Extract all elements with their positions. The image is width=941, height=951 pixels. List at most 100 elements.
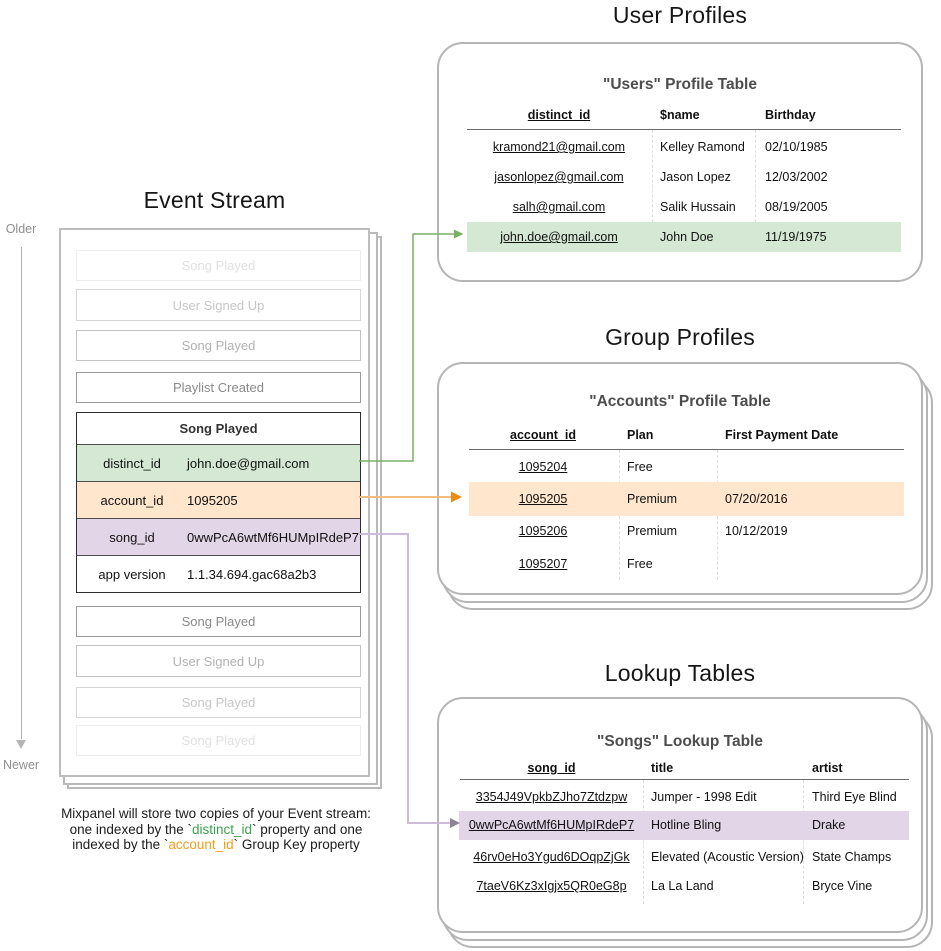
songs-table-title: "Songs" Lookup Table — [597, 733, 763, 750]
event-item: Playlist Created — [76, 372, 361, 403]
plan-cell: Free — [627, 460, 653, 474]
song-id-field-row: song_id 0wwPcA6wtMf6HUMpIRdeP7 — [77, 518, 360, 555]
table-row: salh@gmail.com Salik Hussain 08/19/2005 — [439, 192, 921, 222]
birthday-cell: 11/19/1975 — [765, 230, 827, 244]
distinct-id-cell: jasonlopez@gmail.com — [494, 170, 624, 184]
column-header: distinct_id — [527, 108, 591, 122]
accounts-profile-card: "Accounts" Profile Table account_id Plan… — [437, 362, 923, 595]
group-profiles-title: Group Profiles — [605, 324, 755, 350]
account-id-cell: 1095205 — [518, 492, 568, 506]
column-header: Plan — [627, 428, 654, 442]
highlighted-row-band — [469, 482, 904, 516]
table-row: 1095206 Premium 10/12/2019 — [439, 515, 921, 547]
name-cell: Jason Lopez — [660, 170, 731, 184]
field-key: account_id — [100, 492, 164, 508]
name-cell: Kelley Ramond — [660, 140, 745, 154]
event-item: Song Played — [76, 250, 361, 281]
field-value: 1.1.34.694.gac68a2b3 — [187, 566, 317, 582]
song-title-cell: Hotline Bling — [651, 818, 722, 832]
users-table-header: distinct_id $name Birthday — [439, 103, 921, 127]
highlighted-row-band — [467, 222, 901, 252]
song-id-cell: 7taeV6Kz3xIgjx5QR0eG8p — [476, 879, 627, 893]
account-id-field-row: account_id 1095205 — [77, 481, 360, 518]
caption-line: Mixpanel will store two copies of your E… — [61, 806, 371, 821]
column-separator — [652, 130, 653, 252]
plan-cell: Free — [627, 557, 653, 571]
timeline-arrowhead-icon — [16, 740, 26, 749]
app-version-field-row: app version 1.1.34.694.gac68a2b3 — [77, 555, 360, 592]
table-row: 7taeV6Kz3xIgjx5QR0eG8p La La Land Bryce … — [439, 872, 921, 901]
event-stream-title: Event Stream — [143, 187, 286, 213]
column-separator — [643, 780, 644, 904]
table-row-highlighted: 1095205 Premium 07/20/2016 — [439, 483, 921, 515]
older-label: Older — [5, 222, 37, 236]
songs-lookup-card: "Songs" Lookup Table song_id title artis… — [437, 697, 923, 933]
songs-table-header: song_id title artist — [439, 756, 921, 780]
column-header: $name — [660, 108, 700, 122]
event-item: Song Played — [76, 330, 361, 361]
birthday-cell: 12/03/2002 — [765, 170, 828, 184]
column-header: Birthday — [765, 108, 816, 122]
column-header: First Payment Date — [725, 428, 839, 442]
name-cell: Salik Hussain — [660, 200, 736, 214]
payment-date-cell: 10/12/2019 — [725, 524, 788, 538]
distinct-id-field-row: distinct_id john.doe@gmail.com — [77, 444, 360, 481]
table-row: 1095207 Free — [439, 548, 921, 580]
column-separator — [803, 780, 804, 904]
newer-label: Newer — [2, 758, 40, 772]
field-value: john.doe@gmail.com — [187, 455, 310, 471]
table-row: kramond21@gmail.com Kelley Ramond 02/10/… — [439, 132, 921, 162]
table-row: 46rv0eHo3Ygud6DOqpZjGk Elevated (Acousti… — [439, 843, 921, 872]
artist-cell: State Champs — [812, 850, 892, 864]
field-key: app version — [98, 566, 166, 582]
column-header: song_id — [527, 761, 576, 775]
users-profile-card: "Users" Profile Table distinct_id $name … — [437, 42, 923, 282]
artist-cell: Third Eye Blind — [812, 790, 897, 804]
event-stream-container: Song Played User Signed Up Song Played P… — [59, 228, 370, 777]
distinct-id-cell: salh@gmail.com — [512, 200, 606, 214]
table-row: jasonlopez@gmail.com Jason Lopez 12/03/2… — [439, 162, 921, 192]
artist-cell: Bryce Vine — [812, 879, 873, 893]
accounts-table-header: account_id Plan First Payment Date — [439, 423, 921, 447]
field-value: 1095205 — [187, 492, 238, 508]
accounts-table-title: "Accounts" Profile Table — [589, 393, 771, 410]
song-title-cell: Jumper - 1998 Edit — [651, 790, 757, 804]
column-header: artist — [812, 761, 843, 775]
birthday-cell: 08/19/2005 — [765, 200, 828, 214]
payment-date-cell: 07/20/2016 — [725, 492, 788, 506]
column-separator — [755, 130, 756, 252]
footnote-caption: Mixpanel will store two copies of your E… — [26, 806, 406, 853]
field-key: distinct_id — [103, 455, 161, 471]
table-row: 3354J49VpkbZJho7Ztdzpw Jumper - 1998 Edi… — [439, 783, 921, 811]
song-id-cell: 0wwPcA6wtMf6HUMpIRdeP7 — [468, 818, 635, 832]
header-rule — [469, 449, 904, 450]
plan-cell: Premium — [627, 492, 678, 506]
distinct-id-cell: kramond21@gmail.com — [492, 140, 626, 154]
event-item: Song Played — [76, 725, 361, 756]
account-id-cell: 1095206 — [518, 524, 568, 538]
event-item: User Signed Up — [76, 289, 361, 321]
header-rule — [460, 779, 909, 780]
event-item: User Signed Up — [76, 645, 361, 677]
user-profiles-title: User Profiles — [612, 2, 748, 28]
field-key: song_id — [109, 529, 155, 545]
field-value: 0wwPcA6wtMf6HUMpIRdeP7 — [187, 529, 359, 545]
distinct-id-cell: john.doe@gmail.com — [500, 230, 618, 244]
caption-line: indexed by the `account_id` Group Key pr… — [72, 837, 360, 852]
header-rule — [467, 129, 901, 130]
users-table-title: "Users" Profile Table — [603, 76, 757, 93]
song-id-cell: 46rv0eHo3Ygud6DOqpZjGk — [473, 850, 630, 864]
lookup-tables-title: Lookup Tables — [604, 660, 756, 686]
timeline-line — [21, 247, 22, 739]
expanded-event-title: Song Played — [77, 413, 360, 444]
caption-line: one indexed by the `distinct_id` propert… — [69, 821, 363, 837]
plan-cell: Premium — [627, 524, 678, 538]
column-header: title — [651, 761, 674, 775]
account-id-cell: 1095207 — [518, 557, 568, 571]
highlighted-row-band — [459, 811, 909, 840]
expanded-event-card: Song Played distinct_id john.doe@gmail.c… — [76, 412, 361, 593]
song-title-cell: Elevated (Acoustic Version) — [651, 850, 804, 864]
table-row-highlighted: 0wwPcA6wtMf6HUMpIRdeP7 Hotline Bling Dra… — [439, 811, 921, 840]
artist-cell: Drake — [812, 818, 846, 832]
